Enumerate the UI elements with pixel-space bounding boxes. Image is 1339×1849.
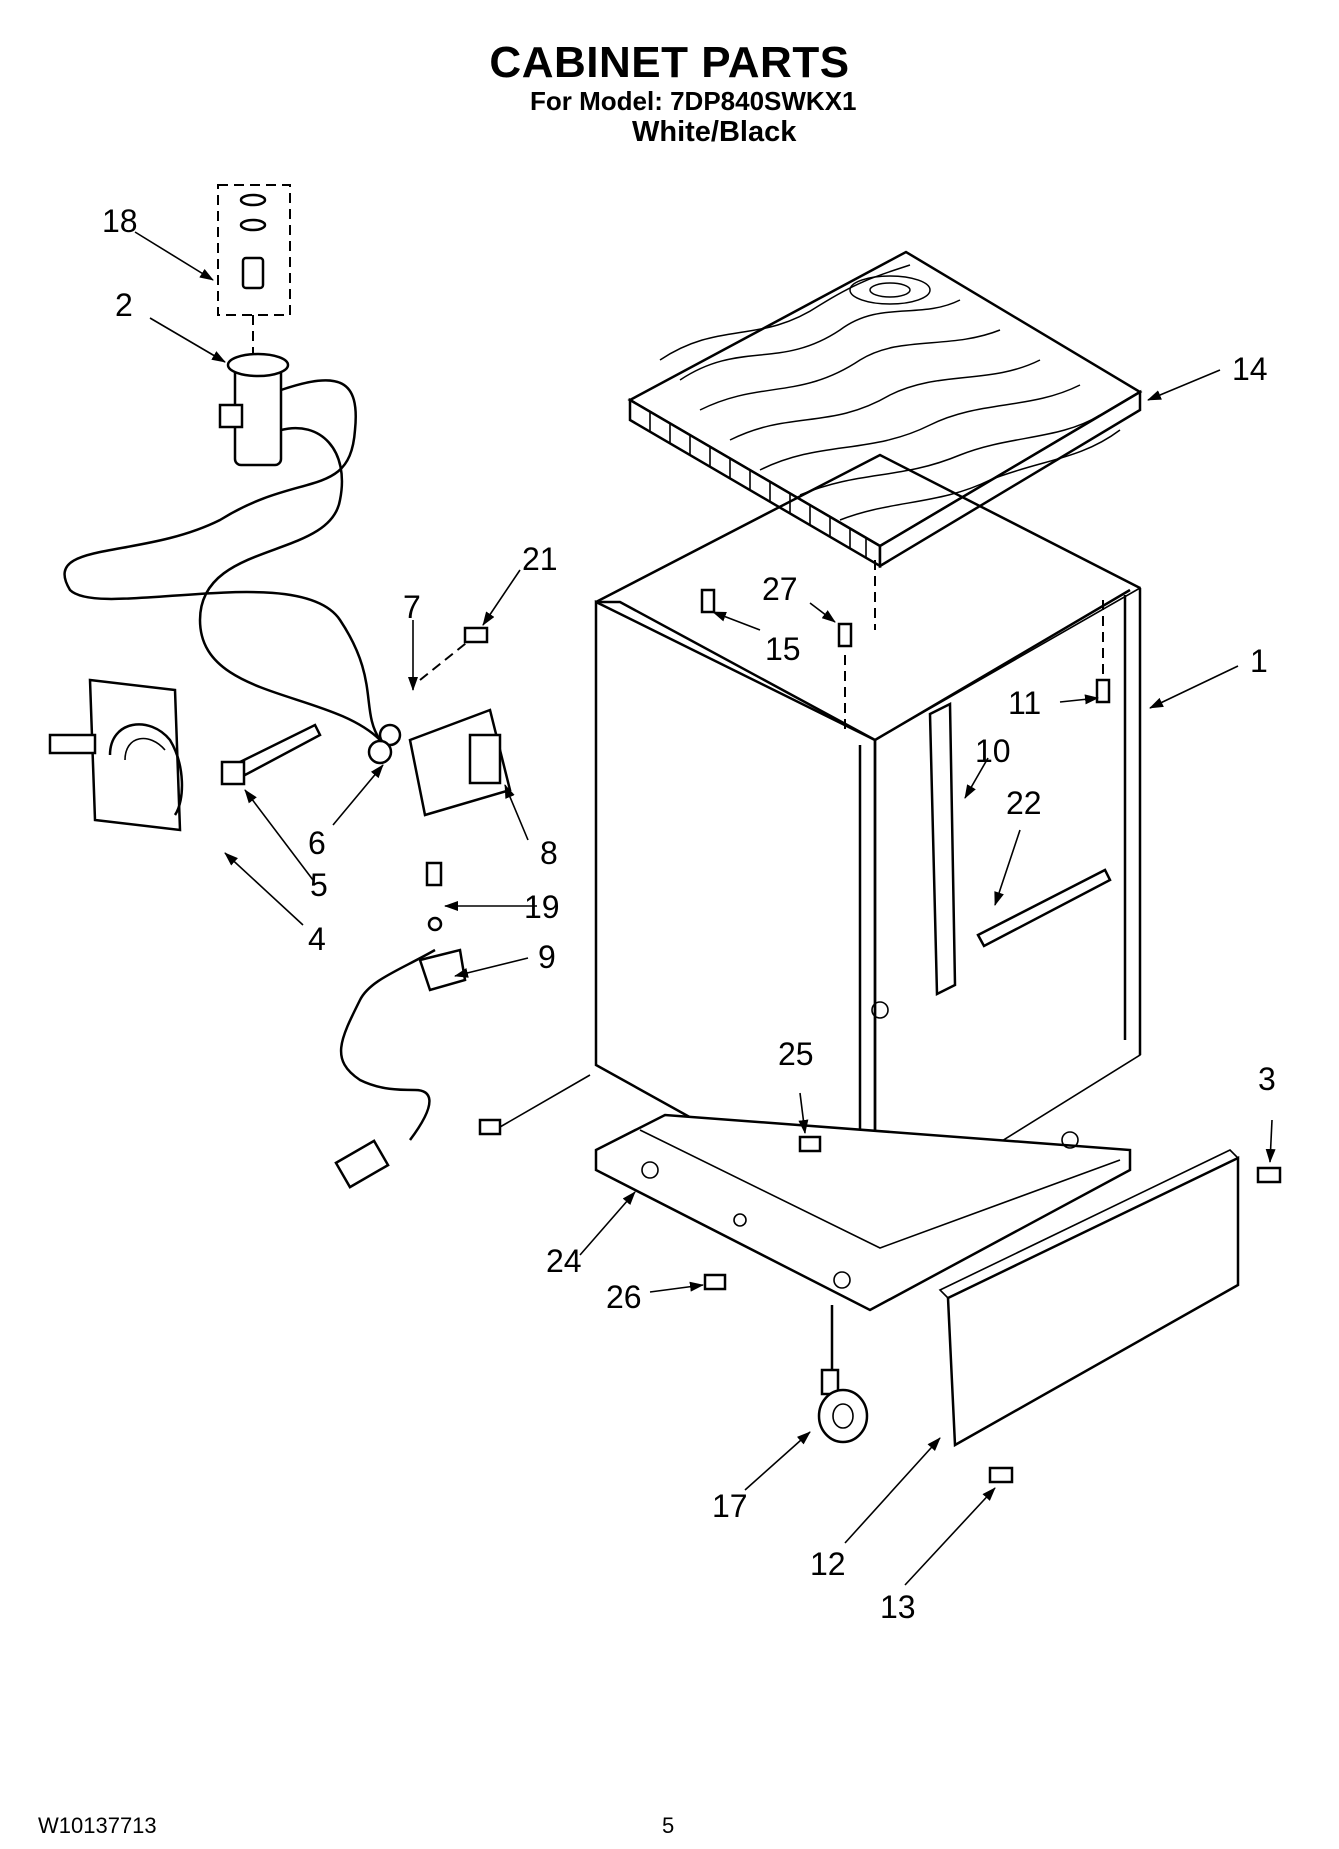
screw-11	[1095, 678, 1111, 704]
screw-27	[837, 622, 853, 648]
model-line: For Model: 7DP840SWKX1	[530, 86, 857, 116]
callout-3: 3	[1258, 1061, 1276, 1097]
screw-25	[798, 1135, 822, 1153]
callout-27: 27	[762, 571, 798, 607]
callout-18: 18	[102, 203, 138, 239]
callout-1: 1	[1250, 643, 1268, 679]
callout-9: 9	[538, 939, 556, 975]
screw-side	[478, 1118, 502, 1136]
callout-6: 6	[308, 825, 326, 861]
callout-15: 15	[765, 631, 801, 667]
callout-2: 2	[115, 287, 133, 323]
callout-8: 8	[540, 835, 558, 871]
callout-19: 19	[524, 889, 560, 925]
callout-12: 12	[810, 1546, 846, 1582]
callout-17: 17	[712, 1488, 748, 1524]
kick-panel-part	[938, 1149, 1240, 1448]
callout-7: 7	[403, 589, 421, 625]
callout-5: 5	[310, 867, 328, 903]
screw-21	[463, 626, 489, 644]
page-title: CABINET PARTS	[489, 38, 850, 87]
screw-15	[700, 588, 716, 614]
callout-21: 21	[522, 541, 558, 577]
callout-10: 10	[975, 733, 1011, 769]
callout-22: 22	[1006, 785, 1042, 821]
leader-arrows	[134, 231, 1276, 1586]
callout-4: 4	[308, 921, 326, 957]
callout-24: 24	[546, 1243, 582, 1279]
callout-13: 13	[880, 1589, 916, 1625]
bracket-housing-part	[367, 708, 512, 817]
power-cord-part	[334, 916, 467, 1189]
vent-part	[48, 678, 184, 832]
inlet-valve-part	[63, 184, 382, 741]
cabinet-frame-part	[594, 453, 1142, 1312]
screw-19	[425, 861, 443, 887]
callout-26: 26	[606, 1279, 642, 1315]
caster-part	[817, 1305, 869, 1444]
document-number: W10137713	[38, 1813, 157, 1838]
screw-3	[1256, 1166, 1282, 1184]
page-number: 5	[662, 1813, 675, 1838]
color-line: White/Black	[632, 116, 797, 148]
callout-11: 11	[1008, 685, 1041, 721]
callout-25: 25	[778, 1036, 814, 1072]
callout-14: 14	[1232, 351, 1268, 387]
wood-top-part	[627, 250, 1143, 569]
screws	[419, 560, 1282, 1484]
tie-strap-part	[220, 723, 322, 786]
callout-labels: 18 2 14 21 27 7 15 1 11 10 22 6 8 5 19 4…	[102, 203, 1276, 1625]
screw-26	[703, 1273, 727, 1291]
screw-13	[988, 1466, 1014, 1484]
